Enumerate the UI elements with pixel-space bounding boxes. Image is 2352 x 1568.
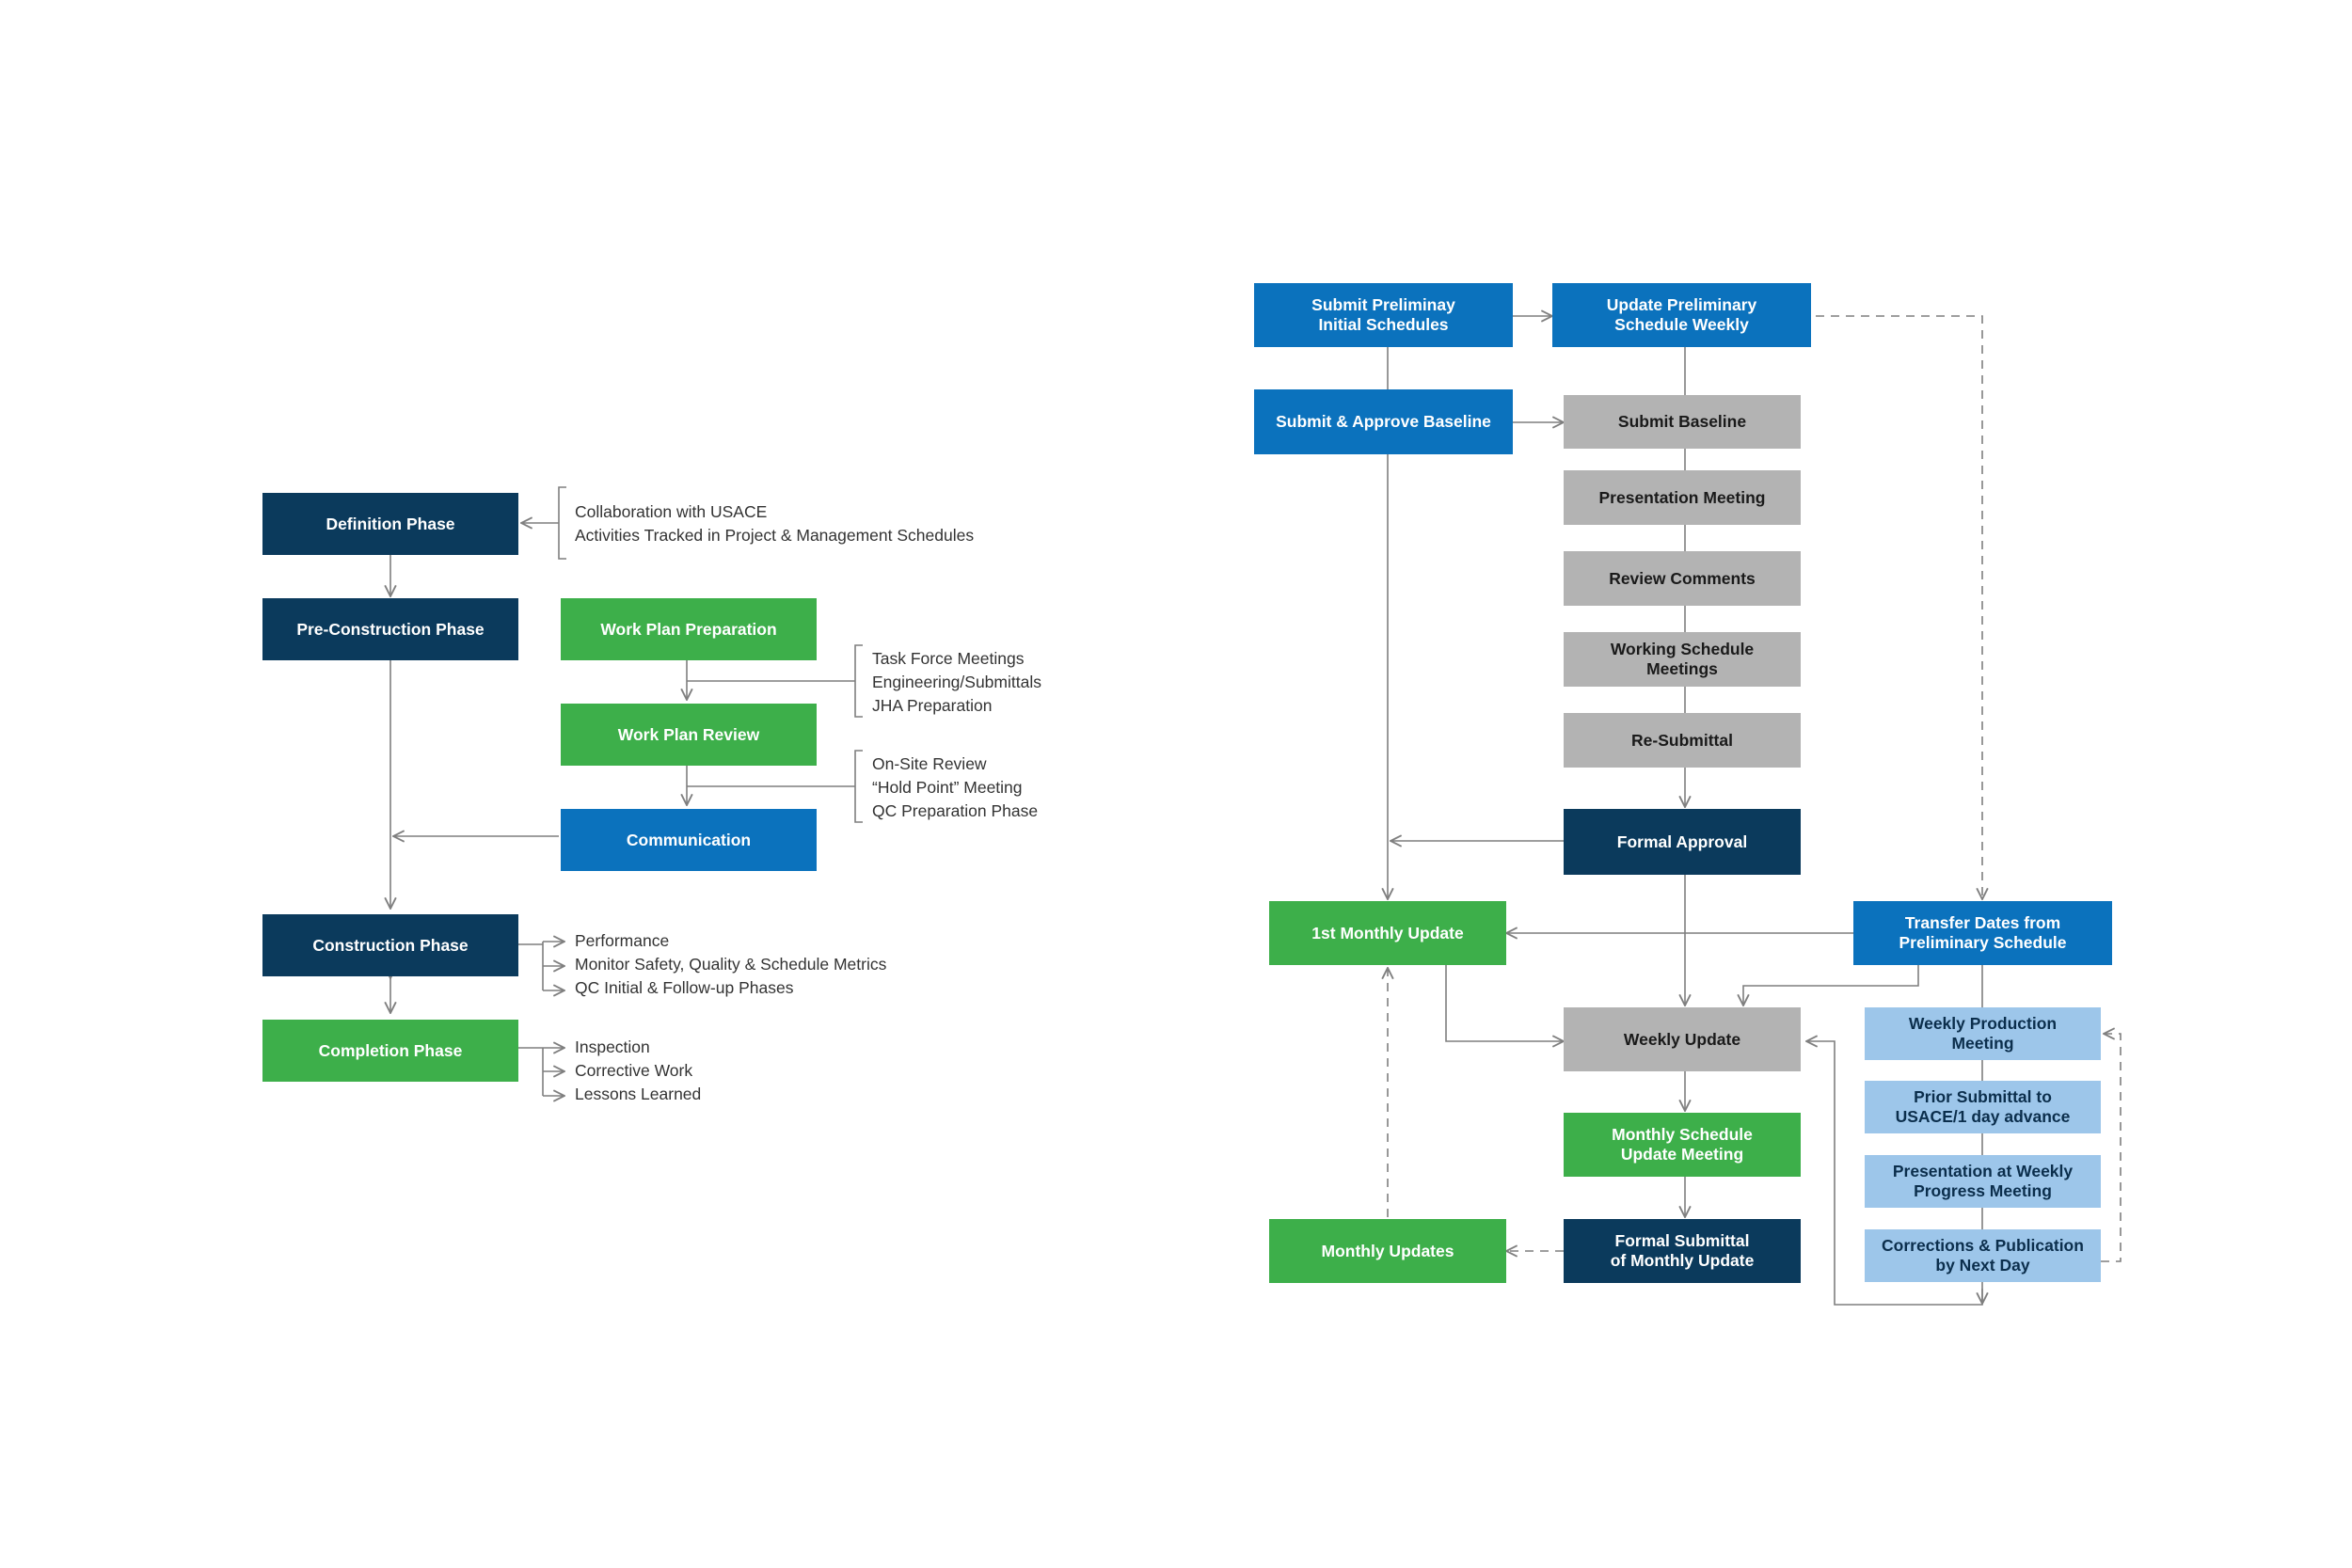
connector-first-monthly-to-weekly-update xyxy=(1445,965,1564,1041)
weekly-production-meeting-box: Weekly Production Meeting xyxy=(1865,1007,2101,1060)
completion-note-2: Corrective Work xyxy=(575,1061,693,1080)
preparation-notes-bracket xyxy=(854,644,863,718)
weekly-update-box: Weekly Update xyxy=(1564,1007,1801,1071)
review-comments-box: Review Comments xyxy=(1564,551,1801,606)
re-submittal-box: Re-Submittal xyxy=(1564,713,1801,768)
construction-phase-box: Construction Phase xyxy=(262,914,518,976)
definition-note-1: Collaboration with USACE xyxy=(575,502,768,521)
communication-box: Communication xyxy=(561,809,817,871)
construction-note-2: Monitor Safety, Quality & Schedule Metri… xyxy=(575,955,887,974)
transfer-dates-box: Transfer Dates from Preliminary Schedule xyxy=(1853,901,2112,965)
submit-approve-baseline-box: Submit & Approve Baseline xyxy=(1254,389,1513,454)
submit-baseline-box: Submit Baseline xyxy=(1564,395,1801,449)
connector-transfer-to-weekly-update xyxy=(1743,965,1919,1006)
definition-phase-box: Definition Phase xyxy=(262,493,518,555)
pre-construction-phase-box: Pre-Construction Phase xyxy=(262,598,518,660)
formal-approval-box: Formal Approval xyxy=(1564,809,1801,875)
work-plan-preparation-box: Work Plan Preparation xyxy=(561,598,817,660)
connector-update-prelim-to-transfer-dashed xyxy=(1816,315,1982,899)
work-plan-review-box: Work Plan Review xyxy=(561,704,817,766)
first-monthly-update-box: 1st Monthly Update xyxy=(1269,901,1506,965)
presentation-weekly-progress-box: Presentation at Weekly Progress Meeting xyxy=(1865,1155,2101,1208)
monthly-schedule-update-meeting-box: Monthly Schedule Update Meeting xyxy=(1564,1113,1801,1177)
construction-note-1: Performance xyxy=(575,931,670,950)
preparation-note-3: JHA Preparation xyxy=(872,696,993,715)
submit-preliminary-schedules-box: Submit Preliminay Initial Schedules xyxy=(1254,283,1513,347)
review-note-2: “Hold Point” Meeting xyxy=(872,778,1023,797)
update-preliminary-schedule-box: Update Preliminary Schedule Weekly xyxy=(1552,283,1811,347)
completion-note-1: Inspection xyxy=(575,1037,650,1056)
completion-phase-box: Completion Phase xyxy=(262,1020,518,1082)
corrections-publication-box: Corrections & Publication by Next Day xyxy=(1865,1229,2101,1282)
prior-submittal-box: Prior Submittal to USACE/1 day advance xyxy=(1865,1081,2101,1133)
completion-note-3: Lessons Learned xyxy=(575,1085,702,1103)
formal-submittal-monthly-box: Formal Submittal of Monthly Update xyxy=(1564,1219,1801,1283)
review-notes-bracket xyxy=(854,750,863,823)
review-note-1: On-Site Review xyxy=(872,754,987,773)
connector-corrections-loop-dashed xyxy=(2101,1034,2122,1262)
construction-note-3: QC Initial & Follow-up Phases xyxy=(575,978,794,997)
definition-note-2: Activities Tracked in Project & Manageme… xyxy=(575,526,975,545)
presentation-meeting-box: Presentation Meeting xyxy=(1564,470,1801,525)
monthly-updates-box: Monthly Updates xyxy=(1269,1219,1506,1283)
review-note-3: QC Preparation Phase xyxy=(872,801,1039,820)
preparation-note-1: Task Force Meetings xyxy=(872,649,1025,668)
preparation-note-2: Engineering/Submittals xyxy=(872,673,1041,691)
working-schedule-meetings-box: Working Schedule Meetings xyxy=(1564,632,1801,687)
definition-notes-bracket xyxy=(558,486,566,560)
